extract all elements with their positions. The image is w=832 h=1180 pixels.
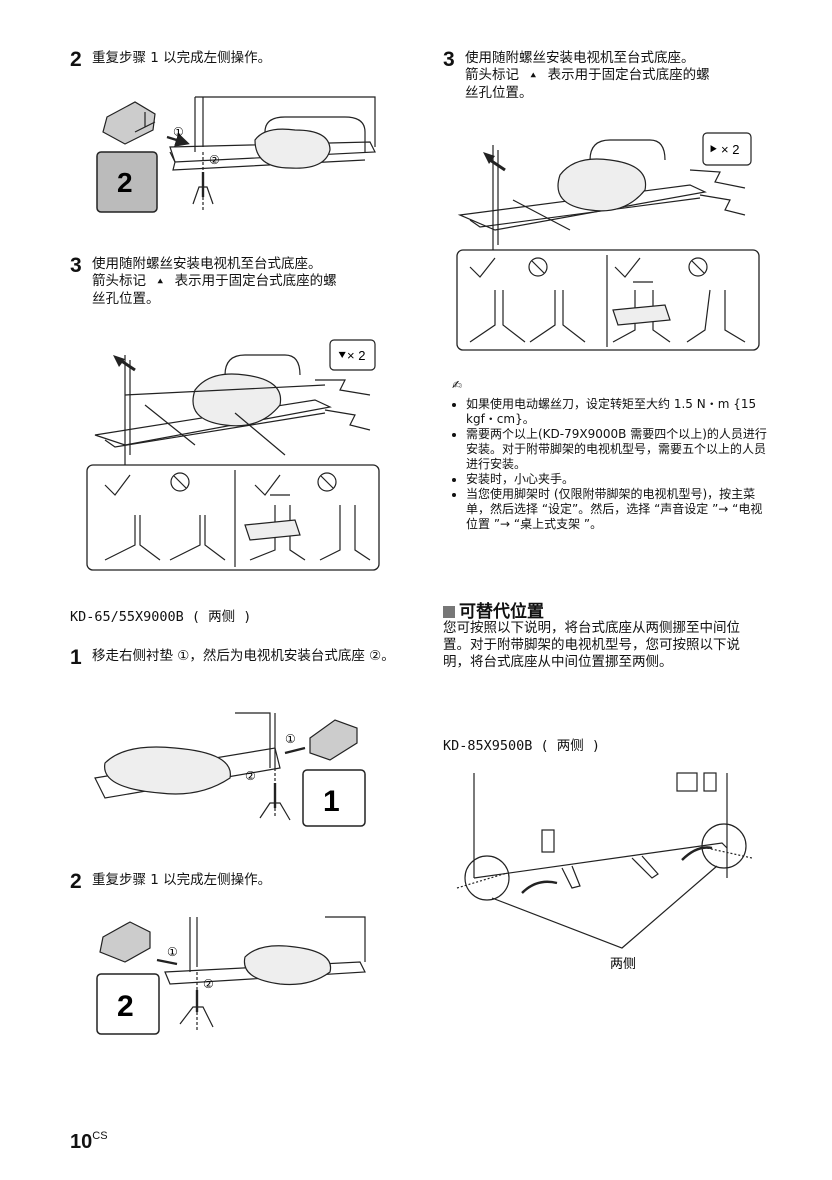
figure-label-2: ② [209, 153, 220, 167]
figure-label-1: ① [167, 945, 178, 959]
model-heading-x9500b: KD-85X9500B ( 两侧 ) [443, 738, 601, 754]
arrow-mark-icon: ⯅ [156, 277, 165, 288]
step-line-3: 丝孔位置。 [465, 85, 533, 101]
figure-screw-install-left: ⯆ × 2 [85, 335, 385, 575]
note-item: 如果使用电动螺丝刀，设定转矩至大约 1.5 N・m {15 kgf・cm}。 [466, 397, 772, 427]
figure-stand-both-sides: 两侧 [452, 768, 772, 978]
figure-remove-pad-left: ① ② 2 [95, 92, 385, 222]
note-item: 需要两个以上(KD-79X9000B 需要四个以上)的人员进行安装。对于附带脚架… [466, 427, 772, 472]
step-3-screws-left: 3 使用随附螺丝安装电视机至台式底座。 箭头标记 ⯅ 表示用于固定台式底座的螺 … [70, 254, 337, 308]
section-body: 您可按照以下说明，将台式底座从两侧挪至中间位置。对于附带脚架的电视机型号，您可按… [443, 620, 740, 670]
step-line-2b: 表示用于固定台式底座的螺 [174, 273, 337, 289]
screw-count-icon: ⯆ [337, 349, 347, 364]
step-number: 3 [443, 48, 455, 71]
note-item: 当您使用脚架时 (仅限附带脚架的电视机型号)，按主菜单，然后选择 “设定”。然后… [466, 487, 772, 532]
step-line-3: 丝孔位置。 [92, 291, 160, 307]
figure-screw-install-right: ⯈ × 2 [455, 130, 765, 355]
section-title: 可替代位置 [443, 597, 544, 622]
screw-count: × 2 [347, 348, 365, 363]
figure-remove-pad-left-b: ① ② 2 [95, 912, 375, 1042]
step-line-2b: 表示用于固定台式底座的螺 [547, 67, 710, 83]
figure-label-2: ② [203, 977, 214, 991]
screw-count-icon: ⯈ [708, 143, 718, 158]
step-line-2a: 箭头标记 [92, 273, 146, 289]
model-heading-x9000b: KD-65/55X9000B ( 两侧 ) [70, 609, 252, 625]
screw-count: × 2 [721, 142, 739, 157]
step-line-2a: 箭头标记 [465, 67, 519, 83]
step-3-screws-right: 3 使用随附螺丝安装电视机至台式底座。 箭头标记 ⯅ 表示用于固定台式底座的螺 … [443, 48, 710, 102]
step-number: 1 [70, 646, 82, 669]
figure-caption: 两侧 [610, 957, 636, 972]
figure-badge: 2 [117, 990, 134, 1023]
step-number: 2 [70, 870, 82, 893]
note-pen-icon: ✍ [452, 378, 463, 392]
figure-badge: 2 [117, 167, 133, 198]
note-item: 安装时，小心夹手。 [466, 472, 772, 487]
arrow-mark-icon: ⯅ [529, 71, 538, 82]
notes-list: 如果使用电动螺丝刀，设定转矩至大约 1.5 N・m {15 kgf・cm}。 需… [452, 397, 772, 532]
figure-label-1: ① [173, 125, 184, 139]
page-number: 10CS [70, 1130, 108, 1153]
figure-remove-pad-right: ① ② 1 [85, 708, 375, 828]
step-text: 重复步骤 1 以完成左侧操作。 [92, 50, 272, 66]
step-line-1: 使用随附螺丝安装电视机至台式底座。 [465, 50, 695, 66]
section-square-icon [443, 606, 455, 618]
step-1-remove-pad: 1 移走右侧衬垫 ①，然后为电视机安装台式底座 ②。 [70, 646, 402, 669]
figure-label-1: ① [285, 732, 296, 746]
step-number: 2 [70, 48, 82, 71]
step-2-repeat: 2 重复步骤 1 以完成左侧操作。 [70, 48, 272, 71]
step-line-1: 使用随附螺丝安装电视机至台式底座。 [92, 256, 322, 272]
notes-block: ✍ 如果使用电动螺丝刀，设定转矩至大约 1.5 N・m {15 kgf・cm}。… [452, 378, 772, 532]
step-2-repeat-b: 2 重复步骤 1 以完成左侧操作。 [70, 870, 272, 893]
figure-label-2: ② [245, 769, 256, 783]
step-text: 移走右侧衬垫 ①，然后为电视机安装台式底座 ②。 [92, 648, 395, 664]
step-number: 3 [70, 254, 82, 277]
page-suffix: CS [92, 1130, 108, 1142]
figure-badge: 1 [323, 785, 340, 818]
step-text: 重复步骤 1 以完成左侧操作。 [92, 872, 272, 888]
